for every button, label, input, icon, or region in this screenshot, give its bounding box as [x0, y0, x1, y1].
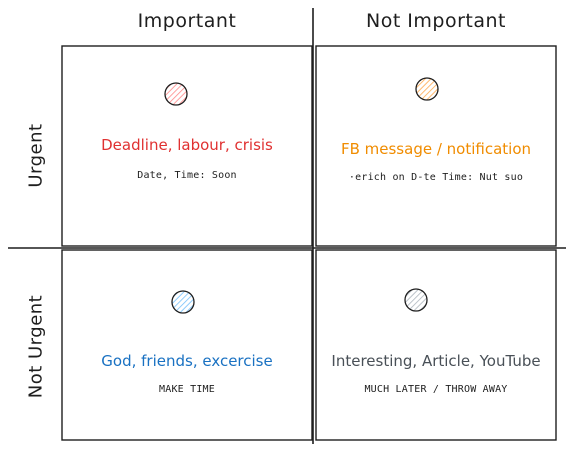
quadrant-subtitle-q1: Date, Time: Soon: [137, 170, 237, 181]
quadrant-subtitle-q3: MAKE TIME: [159, 384, 215, 395]
quadrant-subtitle-q2: ·erich on D-te Time: Nut suo: [348, 172, 524, 183]
quadrant-box-q2: [315, 45, 557, 247]
dot-q3-icon: [171, 290, 195, 314]
row-header-not-urgent: Not Urgent: [25, 294, 47, 399]
quadrant-subtitle-q4: MUCH LATER / THROW AWAY: [364, 384, 508, 395]
quadrant-title-q3: God, friends, excercise: [101, 352, 273, 370]
column-header-important: Important: [137, 10, 237, 32]
quadrant-title-q4: Interesting, Article, YouTube: [331, 352, 541, 370]
quadrant-title-q2: FB message / notification: [340, 140, 532, 158]
dot-q2-icon: [415, 77, 439, 101]
row-header-urgent: Urgent: [25, 123, 47, 188]
quadrant-box-q1: [61, 45, 313, 247]
column-header-not-important: Not Important: [365, 10, 507, 32]
quadrant-title-q1: Deadline, labour, crisis: [101, 136, 273, 154]
quadrant-box-q4: [315, 249, 557, 441]
dot-q4-icon: [404, 288, 428, 312]
quadrant-box-q3: [61, 249, 313, 441]
dot-q1-icon: [164, 82, 188, 106]
